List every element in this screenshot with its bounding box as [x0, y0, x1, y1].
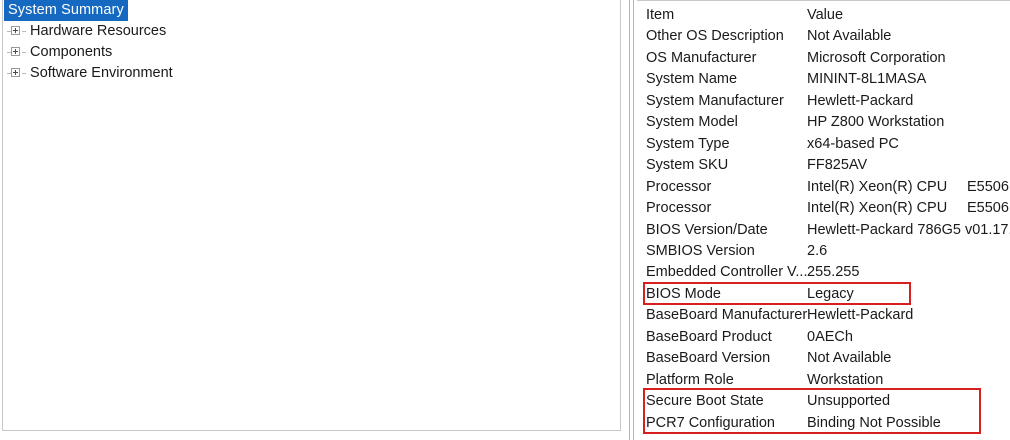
details-row[interactable]: System Name MININT-8L1MASA: [637, 69, 1010, 90]
details-row-value-continued: E5506: [967, 178, 1009, 195]
details-row[interactable]: Processor Intel(R) Xeon(R) CPU E5506: [637, 198, 1010, 219]
details-row-value-continued: E5506: [967, 200, 1009, 217]
details-row-item: OS Manufacturer: [646, 49, 757, 66]
details-row-item: BIOS Mode: [646, 285, 721, 302]
details-row-item: Platform Role: [646, 371, 734, 388]
tree-item-components[interactable]: Components: [3, 42, 620, 63]
tree-connector-line: [7, 73, 11, 74]
column-header-value: Value: [807, 7, 844, 23]
details-row-value: Binding Not Possible: [807, 414, 941, 431]
details-row-value: Microsoft Corporation: [807, 49, 946, 66]
details-row[interactable]: System Manufacturer Hewlett-Packard: [637, 91, 1010, 112]
details-row-item: System Model: [646, 114, 738, 131]
column-header-item: Item: [646, 7, 675, 23]
details-row-value: Workstation: [807, 371, 884, 388]
tree-item-software-environment-label: Software Environment: [30, 65, 173, 81]
details-row-item: Secure Boot State: [646, 393, 764, 410]
details-row[interactable]: SMBIOS Version 2.6: [637, 241, 1010, 262]
tree-item-hardware-resources[interactable]: Hardware Resources: [3, 21, 620, 42]
details-row[interactable]: BaseBoard Version Not Available: [637, 348, 1010, 369]
details-row[interactable]: System SKU FF825AV: [637, 155, 1010, 176]
details-row-item: Other OS Description: [646, 28, 784, 45]
details-row[interactable]: System Type x64-based PC: [637, 134, 1010, 155]
details-row-item: Embedded Controller V...: [646, 264, 808, 281]
details-row-item: Processor: [646, 200, 712, 217]
details-row-value: Legacy: [807, 285, 854, 302]
navigation-tree-pane[interactable]: System Summary Hardware Resources Compon…: [2, 0, 621, 431]
details-row-value: Unsupported: [807, 393, 891, 410]
details-row-item: Processor: [646, 178, 712, 195]
plus-box-icon[interactable]: [11, 68, 20, 77]
details-row[interactable]: BaseBoard Product 0AECh: [637, 327, 1010, 348]
details-row-value: Hewlett-Packard: [807, 307, 914, 324]
details-row[interactable]: Other OS Description Not Available: [637, 26, 1010, 47]
details-row-value: Not Available: [807, 28, 892, 45]
tree-connector-line: [7, 52, 11, 53]
details-row[interactable]: Secure Boot State Unsupported: [637, 391, 1010, 412]
details-row-item: BIOS Version/Date: [646, 221, 768, 238]
list-top-border: [637, 0, 1010, 1]
plus-box-icon[interactable]: [11, 26, 20, 35]
details-row-value: Hewlett-Packard: [807, 92, 914, 109]
details-row[interactable]: OS Manufacturer Microsoft Corporation: [637, 48, 1010, 69]
tree-connector-line: [7, 31, 11, 32]
details-row-value: x64-based PC: [807, 135, 899, 152]
details-row-item: System SKU: [646, 157, 729, 174]
details-row[interactable]: BIOS Mode Legacy: [637, 284, 1010, 305]
details-row[interactable]: Processor Intel(R) Xeon(R) CPU E5506: [637, 177, 1010, 198]
details-row-item: PCR7 Configuration: [646, 414, 775, 431]
tree-item-system-summary[interactable]: System Summary: [3, 0, 620, 21]
details-row[interactable]: PCR7 Configuration Binding Not Possible: [637, 413, 1010, 434]
pane-splitter[interactable]: [628, 0, 637, 440]
tree-item-system-summary-label: System Summary: [4, 0, 128, 21]
tree-connector-line: [22, 52, 26, 53]
details-row-item: System Type: [646, 135, 730, 152]
plus-box-icon[interactable]: [11, 47, 20, 56]
details-row-value: Intel(R) Xeon(R) CPU: [807, 178, 948, 195]
details-row-value: MININT-8L1MASA: [807, 71, 927, 88]
details-row-item: BaseBoard Product: [646, 328, 772, 345]
splitter-line: [629, 0, 630, 440]
details-header-row: Item Value: [637, 5, 1010, 26]
details-row-value: FF825AV: [807, 157, 868, 174]
details-row-item: SMBIOS Version: [646, 242, 755, 259]
details-row-value: 0AECh: [807, 328, 853, 345]
details-row-value: HP Z800 Workstation: [807, 114, 945, 131]
splitter-line: [633, 0, 634, 440]
tree-connector-line: [22, 73, 26, 74]
details-row-item: System Name: [646, 71, 738, 88]
tree-item-software-environment[interactable]: Software Environment: [3, 63, 620, 84]
details-row-value: Intel(R) Xeon(R) CPU: [807, 200, 948, 217]
details-row-item: BaseBoard Manufacturer: [646, 307, 808, 324]
tree-item-components-label: Components: [30, 44, 113, 60]
details-row-value: Not Available: [807, 350, 892, 367]
details-row-value: 255.255: [807, 264, 860, 281]
details-row-value: 2.6: [807, 242, 828, 259]
details-row[interactable]: Embedded Controller V...255.255: [637, 262, 1010, 283]
tree-item-hardware-resources-label: Hardware Resources: [30, 23, 167, 39]
details-row[interactable]: Platform Role Workstation: [637, 370, 1010, 391]
details-row-item: BaseBoard Version: [646, 350, 771, 367]
tree-connector-line: [22, 31, 26, 32]
details-row-value: Hewlett-Packard 786G5 v01.17, 8/: [807, 221, 1010, 238]
details-row[interactable]: BIOS Version/Date Hewlett-Packard 786G5 v…: [637, 220, 1010, 241]
details-row[interactable]: System Model HP Z800 Workstation: [637, 112, 1010, 133]
details-row-item: System Manufacturer: [646, 92, 784, 109]
